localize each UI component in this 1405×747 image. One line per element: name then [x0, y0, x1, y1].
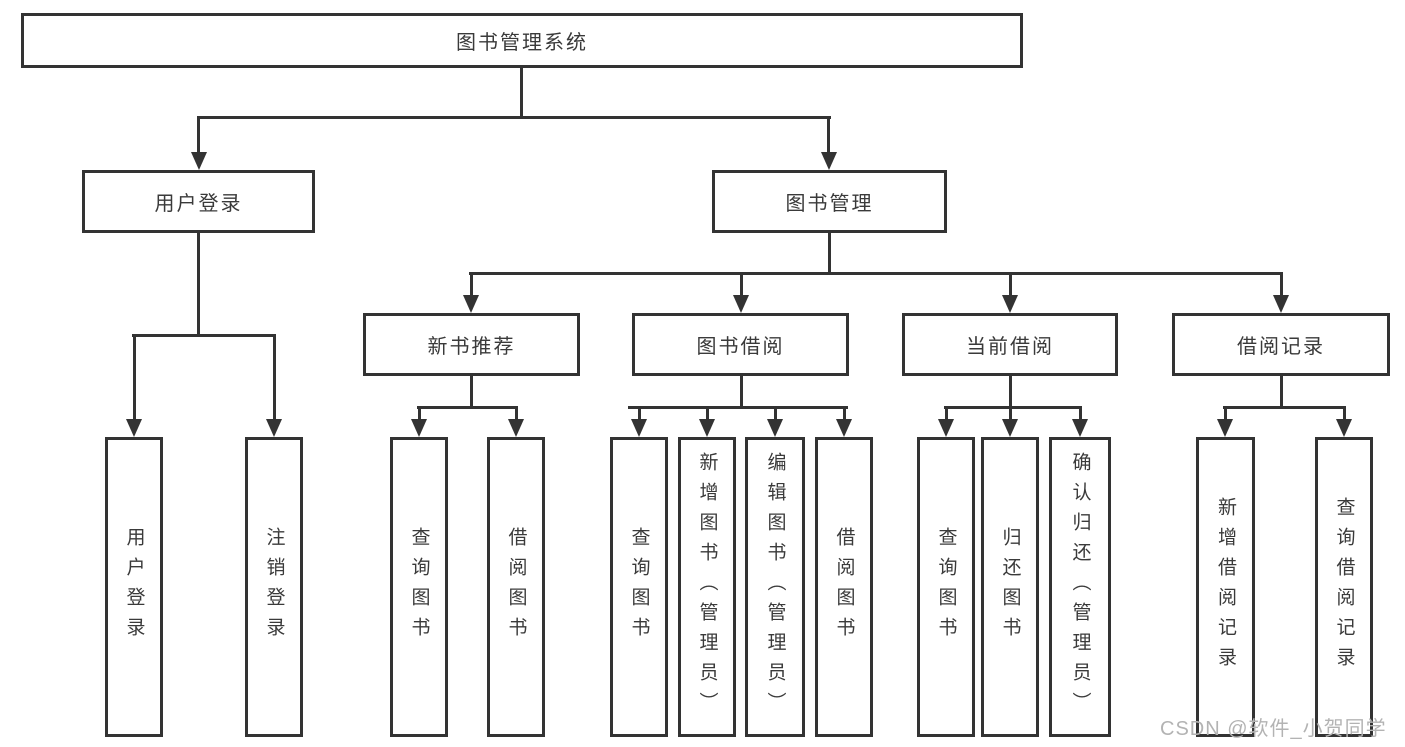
node-root: 图书管理系统: [21, 13, 1023, 68]
connector-arrow-shaft: [197, 116, 200, 154]
connector-level2-branch: [197, 116, 831, 119]
leaf-borrowing-borrow-books: 借阅图书: [815, 437, 873, 737]
node-current-borrowing: 当前借阅: [902, 313, 1118, 376]
node-new-book-recommendation: 新书推荐: [363, 313, 580, 376]
connector-arrow-shaft: [470, 272, 473, 295]
connector-current-stub: [1009, 376, 1012, 408]
leaf-user-login: 用户登录: [105, 437, 163, 737]
leaf-current-query-books-label: 查询图书: [935, 527, 957, 647]
arrow-down-icon: [266, 419, 282, 437]
leaf-add-books-admin-label: 新增图书（管理员）: [696, 452, 718, 722]
connector-arrow-shaft: [774, 406, 777, 419]
connector-arrow-shaft: [1224, 406, 1227, 419]
connector-user-login-branch: [132, 334, 276, 337]
connector-book-mgmt-stub: [828, 233, 831, 274]
leaf-query-borrow-record: 查询借阅记录: [1315, 437, 1373, 737]
connector-arrow-shaft: [273, 334, 276, 419]
arrow-down-icon: [938, 419, 954, 437]
connector-root-stub: [520, 68, 523, 118]
connector-arrow-shaft: [1079, 406, 1082, 419]
arrow-down-icon: [191, 152, 207, 170]
connector-newbooks-branch: [417, 406, 518, 409]
connector-user-login-stub: [197, 233, 200, 336]
connector-records-branch: [1223, 406, 1346, 409]
leaf-borrowing-query-books: 查询图书: [610, 437, 668, 737]
arrow-down-icon: [1217, 419, 1233, 437]
leaf-query-borrow-record-label: 查询借阅记录: [1333, 497, 1355, 677]
connector-newbooks-stub: [470, 376, 473, 408]
arrow-down-icon: [1336, 419, 1352, 437]
connector-arrow-shaft: [1280, 272, 1283, 295]
leaf-current-query-books: 查询图书: [917, 437, 975, 737]
node-new-book-recommendation-label: 新书推荐: [427, 336, 516, 358]
leaf-borrowing-query-books-label: 查询图书: [628, 527, 650, 647]
leaf-edit-books-admin: 编辑图书（管理员）: [745, 437, 805, 737]
connector-arrow-shaft: [638, 406, 641, 419]
node-book-management: 图书管理: [712, 170, 947, 233]
arrow-down-icon: [1072, 419, 1088, 437]
arrow-down-icon: [836, 419, 852, 437]
leaf-return-books-label: 归还图书: [999, 527, 1021, 647]
arrow-down-icon: [1273, 295, 1289, 313]
connector-arrow-shaft: [706, 406, 709, 419]
leaf-edit-books-admin-label: 编辑图书（管理员）: [764, 452, 786, 722]
leaf-newbooks-borrow-books-label: 借阅图书: [505, 527, 527, 647]
leaf-confirm-return-admin-label: 确认归还（管理员）: [1069, 452, 1091, 722]
node-book-management-label: 图书管理: [785, 193, 874, 215]
connector-arrow-shaft: [515, 406, 518, 419]
node-book-borrowing: 图书借阅: [632, 313, 849, 376]
connector-arrow-shaft: [1009, 272, 1012, 295]
leaf-user-login-label: 用户登录: [123, 527, 145, 647]
arrow-down-icon: [631, 419, 647, 437]
node-current-borrowing-label: 当前借阅: [966, 336, 1054, 358]
connector-arrow-shaft: [945, 406, 948, 419]
connector-arrow-shaft: [1009, 406, 1012, 419]
connector-borrowing-stub: [740, 376, 743, 408]
leaf-newbooks-query-books: 查询图书: [390, 437, 448, 737]
leaf-logout: 注销登录: [245, 437, 303, 737]
arrow-down-icon: [733, 295, 749, 313]
leaf-borrowing-borrow-books-label: 借阅图书: [833, 527, 855, 647]
connector-arrow-shaft: [1343, 406, 1346, 419]
arrow-down-icon: [1002, 419, 1018, 437]
csdn-watermark: CSDN @软件_小贺同学: [1160, 718, 1387, 740]
arrow-down-icon: [699, 419, 715, 437]
node-borrowing-records: 借阅记录: [1172, 313, 1390, 376]
connector-arrow-shaft: [843, 406, 846, 419]
arrow-down-icon: [508, 419, 524, 437]
leaf-add-borrow-record-label: 新增借阅记录: [1215, 497, 1236, 677]
leaf-logout-label: 注销登录: [263, 527, 285, 647]
connector-level3-branch: [469, 272, 1283, 275]
arrow-down-icon: [767, 419, 783, 437]
connector-records-stub: [1280, 376, 1283, 408]
connector-arrow-shaft: [827, 116, 830, 154]
leaf-add-books-admin: 新增图书（管理员）: [678, 437, 736, 737]
connector-borrowing-branch: [628, 406, 848, 409]
node-user-login-label: 用户登录: [154, 193, 243, 215]
node-user-login: 用户登录: [82, 170, 315, 233]
node-root-label: 图书管理系统: [456, 32, 588, 54]
leaf-confirm-return-admin: 确认归还（管理员）: [1049, 437, 1111, 737]
arrow-down-icon: [463, 295, 479, 313]
leaf-newbooks-query-books-label: 查询图书: [408, 527, 430, 647]
leaf-newbooks-borrow-books: 借阅图书: [487, 437, 545, 737]
connector-arrow-shaft: [740, 272, 743, 295]
leaf-return-books: 归还图书: [981, 437, 1039, 737]
connector-arrow-shaft: [133, 334, 136, 419]
node-book-borrowing-label: 图书借阅: [696, 336, 785, 358]
node-borrowing-records-label: 借阅记录: [1237, 336, 1325, 358]
leaf-add-borrow-record: 新增借阅记录: [1196, 437, 1255, 737]
arrow-down-icon: [126, 419, 142, 437]
connector-current-branch: [944, 406, 1082, 409]
connector-arrow-shaft: [418, 406, 421, 419]
arrow-down-icon: [821, 152, 837, 170]
arrow-down-icon: [1002, 295, 1018, 313]
arrow-down-icon: [411, 419, 427, 437]
